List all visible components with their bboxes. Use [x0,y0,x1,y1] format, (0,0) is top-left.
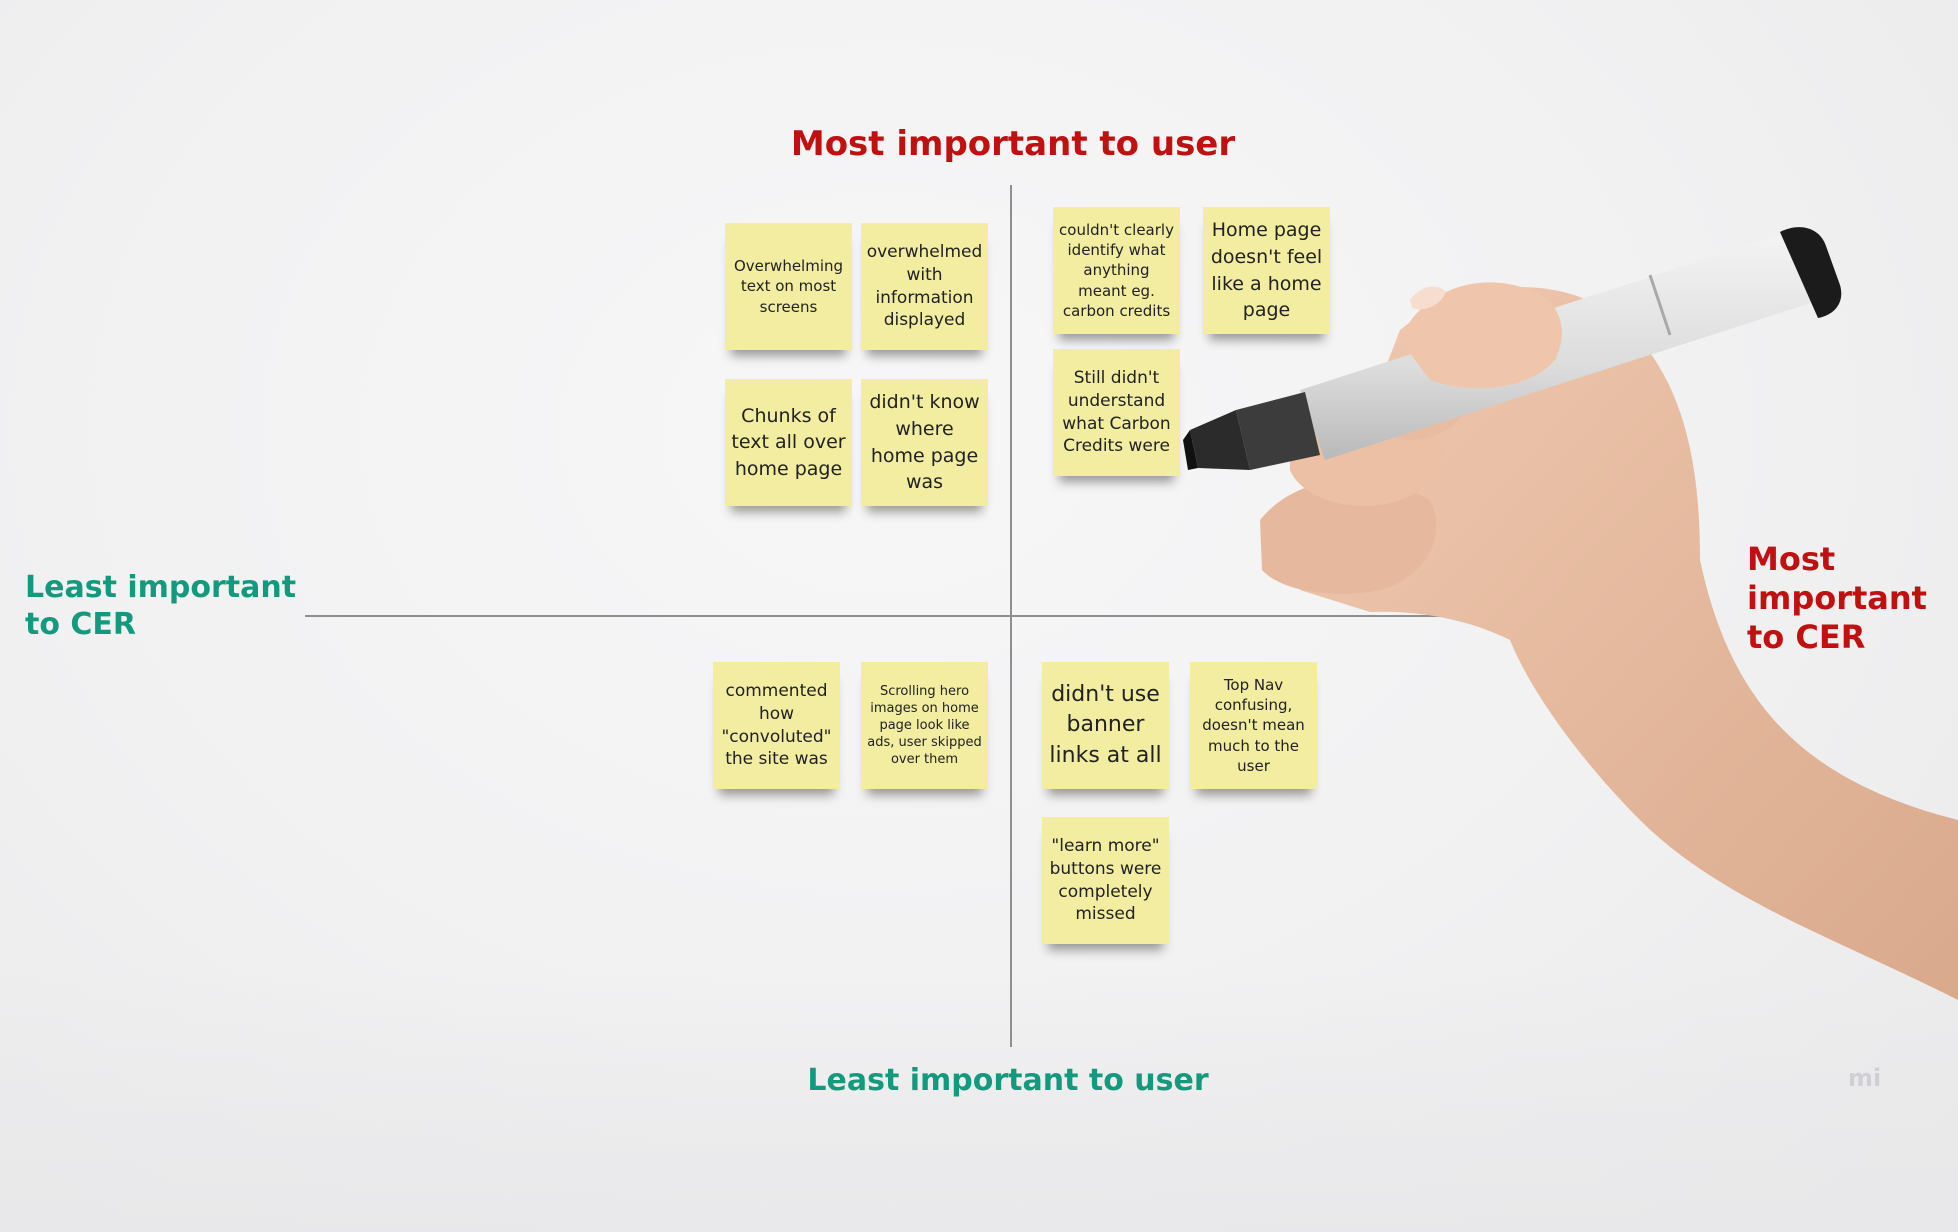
sticky-note[interactable]: "learn more" buttons were completely mis… [1042,817,1169,944]
sticky-note[interactable]: commented how "convoluted" the site was [713,662,840,789]
right-label-line1: Most [1747,540,1836,578]
sticky-note[interactable]: couldn't clearly identify what anything … [1053,207,1180,334]
sticky-note-text: "learn more" buttons were completely mis… [1049,835,1162,925]
sticky-note[interactable]: overwhelmed with information displayed [861,223,988,350]
right-label-line2: important [1747,579,1927,618]
background-shade [0,972,1958,1232]
sticky-note[interactable]: didn't know where home page was [861,379,988,506]
sticky-note-text: Still didn't understand what Carbon Cred… [1062,367,1171,457]
sticky-note-text: Home page doesn't feel like a home page [1210,219,1323,322]
top-axis-label: Most important to user [790,124,1236,164]
sticky-note-text: Top Nav confusing, doesn't mean much to … [1202,676,1305,775]
sticky-note-text: Chunks of text all over home page [731,404,846,480]
left-axis-label: Least important to CER [25,570,305,643]
left-label-line2: to CER [25,606,137,642]
sticky-note[interactable]: didn't use banner links at all [1042,662,1169,789]
watermark: mi [1848,1064,1882,1092]
right-axis-label: Most important to CER [1747,540,1952,657]
sticky-note-text: overwhelmed with information displayed [866,241,983,331]
sticky-note[interactable]: Scrolling hero images on home page look … [861,662,988,789]
sticky-note[interactable]: Still didn't understand what Carbon Cred… [1053,349,1180,476]
sticky-note[interactable]: Top Nav confusing, doesn't mean much to … [1190,662,1317,789]
left-label-line1: Least important [25,570,297,605]
sticky-note[interactable]: Chunks of text all over home page [725,379,852,506]
sticky-note-text: couldn't clearly identify what anything … [1059,221,1174,320]
sticky-note-text: Overwhelming text on most screens [733,257,844,316]
sticky-note-text: didn't know where home page was [869,391,980,494]
sticky-note[interactable]: Home page doesn't feel like a home page [1203,207,1330,334]
horizontal-axis [305,615,1475,617]
sticky-note[interactable]: Overwhelming text on most screens [725,223,852,350]
sticky-note-text: Scrolling hero images on home page look … [867,683,982,768]
sticky-note-text: didn't use banner links at all [1049,681,1162,768]
bottom-axis-label: Least important to user [807,1063,1209,1098]
sticky-note-text: commented how "convoluted" the site was [721,680,832,770]
right-label-line3: to CER [1747,618,1866,657]
